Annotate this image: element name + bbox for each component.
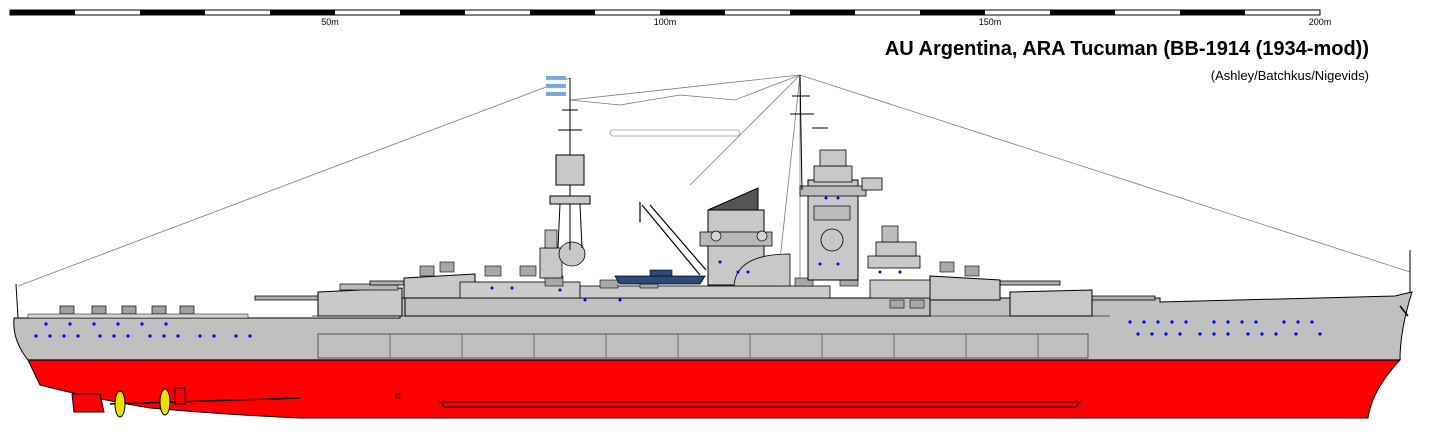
forward-mast — [790, 74, 828, 191]
shaft-bracket — [174, 387, 186, 405]
scale-label-150m: 150m — [979, 17, 1002, 27]
scale-label-50m: 50m — [321, 17, 339, 27]
turret-fwd-2 — [929, 275, 1061, 301]
rigging-wires — [17, 74, 1411, 287]
portholes-forward — [1128, 320, 1322, 336]
superstructure-deck — [404, 297, 931, 317]
drawing-credits: (Ashley/Batchkus/Nigevids) — [1210, 68, 1369, 83]
propeller-mid — [159, 388, 171, 416]
armor-belt — [317, 333, 1089, 359]
aft-mast — [549, 78, 591, 250]
page-title: AU Argentina, ARA Tucuman (BB-1914 (1934… — [884, 38, 1369, 60]
turret-aft-1 — [254, 283, 403, 317]
funnel — [699, 187, 791, 287]
motor-boat — [614, 275, 706, 285]
turret-fwd-1 — [1009, 289, 1156, 317]
aft-superstructure — [539, 229, 586, 279]
superstructure-windows — [490, 196, 902, 302]
scale-bar-segments — [10, 10, 1245, 15]
scale-label-200m: 200m — [1309, 17, 1332, 27]
rudder — [71, 393, 105, 413]
boat-cabin — [649, 269, 673, 277]
hull-marker — [395, 393, 401, 399]
midship-deckhouse — [579, 285, 831, 299]
ensign-staff — [15, 283, 19, 319]
aircraft-crane — [639, 202, 707, 276]
forward-tower — [799, 149, 883, 281]
propellers-rudder — [71, 387, 301, 418]
portholes-aft — [34, 322, 252, 338]
aft-deck-guns — [59, 305, 195, 315]
bilge-keel — [438, 401, 1082, 408]
underwater-hull — [27, 359, 1402, 419]
scale-label-100m: 100m — [654, 17, 677, 27]
armor-belt-plates — [389, 334, 1039, 358]
bow-anchor — [1399, 305, 1409, 317]
bridge-wings — [867, 225, 921, 269]
fwd-deckhouse — [869, 279, 931, 299]
scale-bar: 50m 100m 150m 200m — [9, 9, 1332, 27]
aft-deck-edge — [27, 313, 249, 319]
propeller-aft — [114, 390, 126, 418]
argentine-flag — [545, 76, 567, 96]
prop-shaft — [109, 397, 301, 405]
